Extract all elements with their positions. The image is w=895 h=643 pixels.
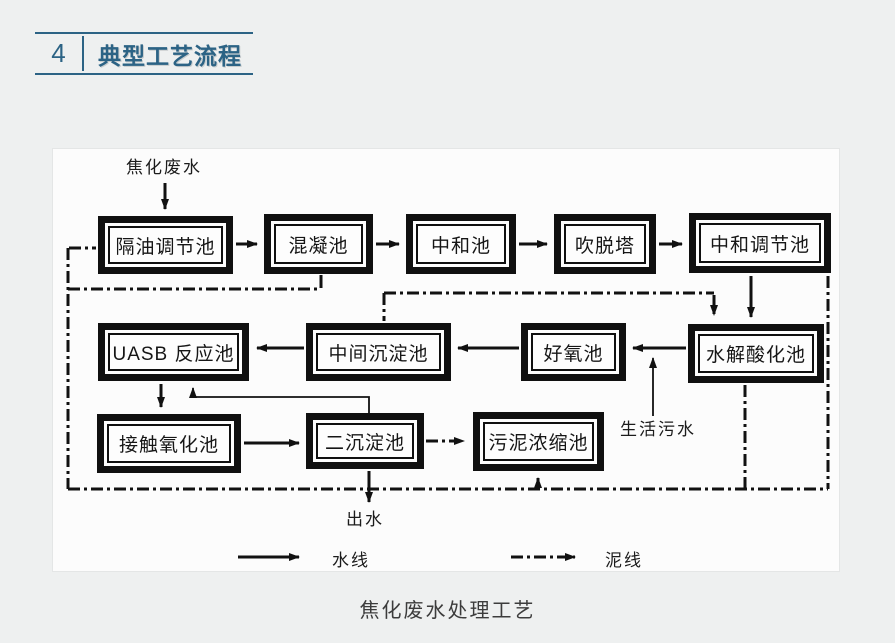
process-box-stripping-tower: 吹脱塔 [554,214,656,274]
line-secondary-settling-recycle-to-uasb [189,387,370,413]
influent-label: 焦化废水 [126,158,202,177]
section-number: 4 [51,38,66,68]
process-box-coagulation: 混凝池 [264,214,373,274]
section-header: 4 典型工艺流程 [35,32,253,75]
process-box-label: UASB 反应池 [108,333,239,371]
legend-water-label: 水线 [332,551,370,570]
process-box-label: 中和调节池 [699,223,821,263]
process-box-label: 接触氧化池 [107,424,231,463]
process-box-aerobic: 好氧池 [521,323,626,381]
process-box-neutralization-regulating: 中和调节池 [689,213,831,273]
process-box-contact-oxidation: 接触氧化池 [97,414,241,473]
process-box-label: 隔油调节池 [108,226,223,264]
flow-diagram: 隔油调节池 混凝池 中和池 吹脱塔 中和调节池 UASB 反应池 中间沉淀池 好… [52,148,840,572]
process-box-intermediate-settling: 中间沉淀池 [306,323,451,381]
legend-sludge-label: 泥线 [605,551,643,570]
process-box-label: 污泥浓缩池 [483,422,594,461]
process-box-neutralization: 中和池 [406,214,516,274]
process-box-label: 二沉淀池 [316,423,414,459]
process-box-secondary-settling: 二沉淀池 [306,413,424,469]
header-divider [82,36,84,71]
process-box-sludge-thickener: 污泥浓缩池 [473,412,604,471]
process-box-hydrolysis-acidification: 水解酸化池 [688,324,824,383]
process-box-label: 中和池 [416,224,506,264]
process-box-uasb-reactor: UASB 反应池 [98,323,249,381]
effluent-label: 出水 [346,510,384,529]
process-box-oil-separation-regulating: 隔油调节池 [98,216,233,274]
domestic-sewage-label: 生活污水 [620,420,696,439]
process-box-label: 混凝池 [274,224,363,264]
process-box-label: 中间沉淀池 [316,333,441,371]
process-box-label: 吹脱塔 [564,224,646,264]
section-title: 典型工艺流程 [98,42,242,69]
flow-lines-layer [66,183,830,561]
figure-caption: 焦化废水处理工艺 [359,600,536,622]
process-box-label: 水解酸化池 [698,334,814,373]
process-box-label: 好氧池 [531,333,616,371]
